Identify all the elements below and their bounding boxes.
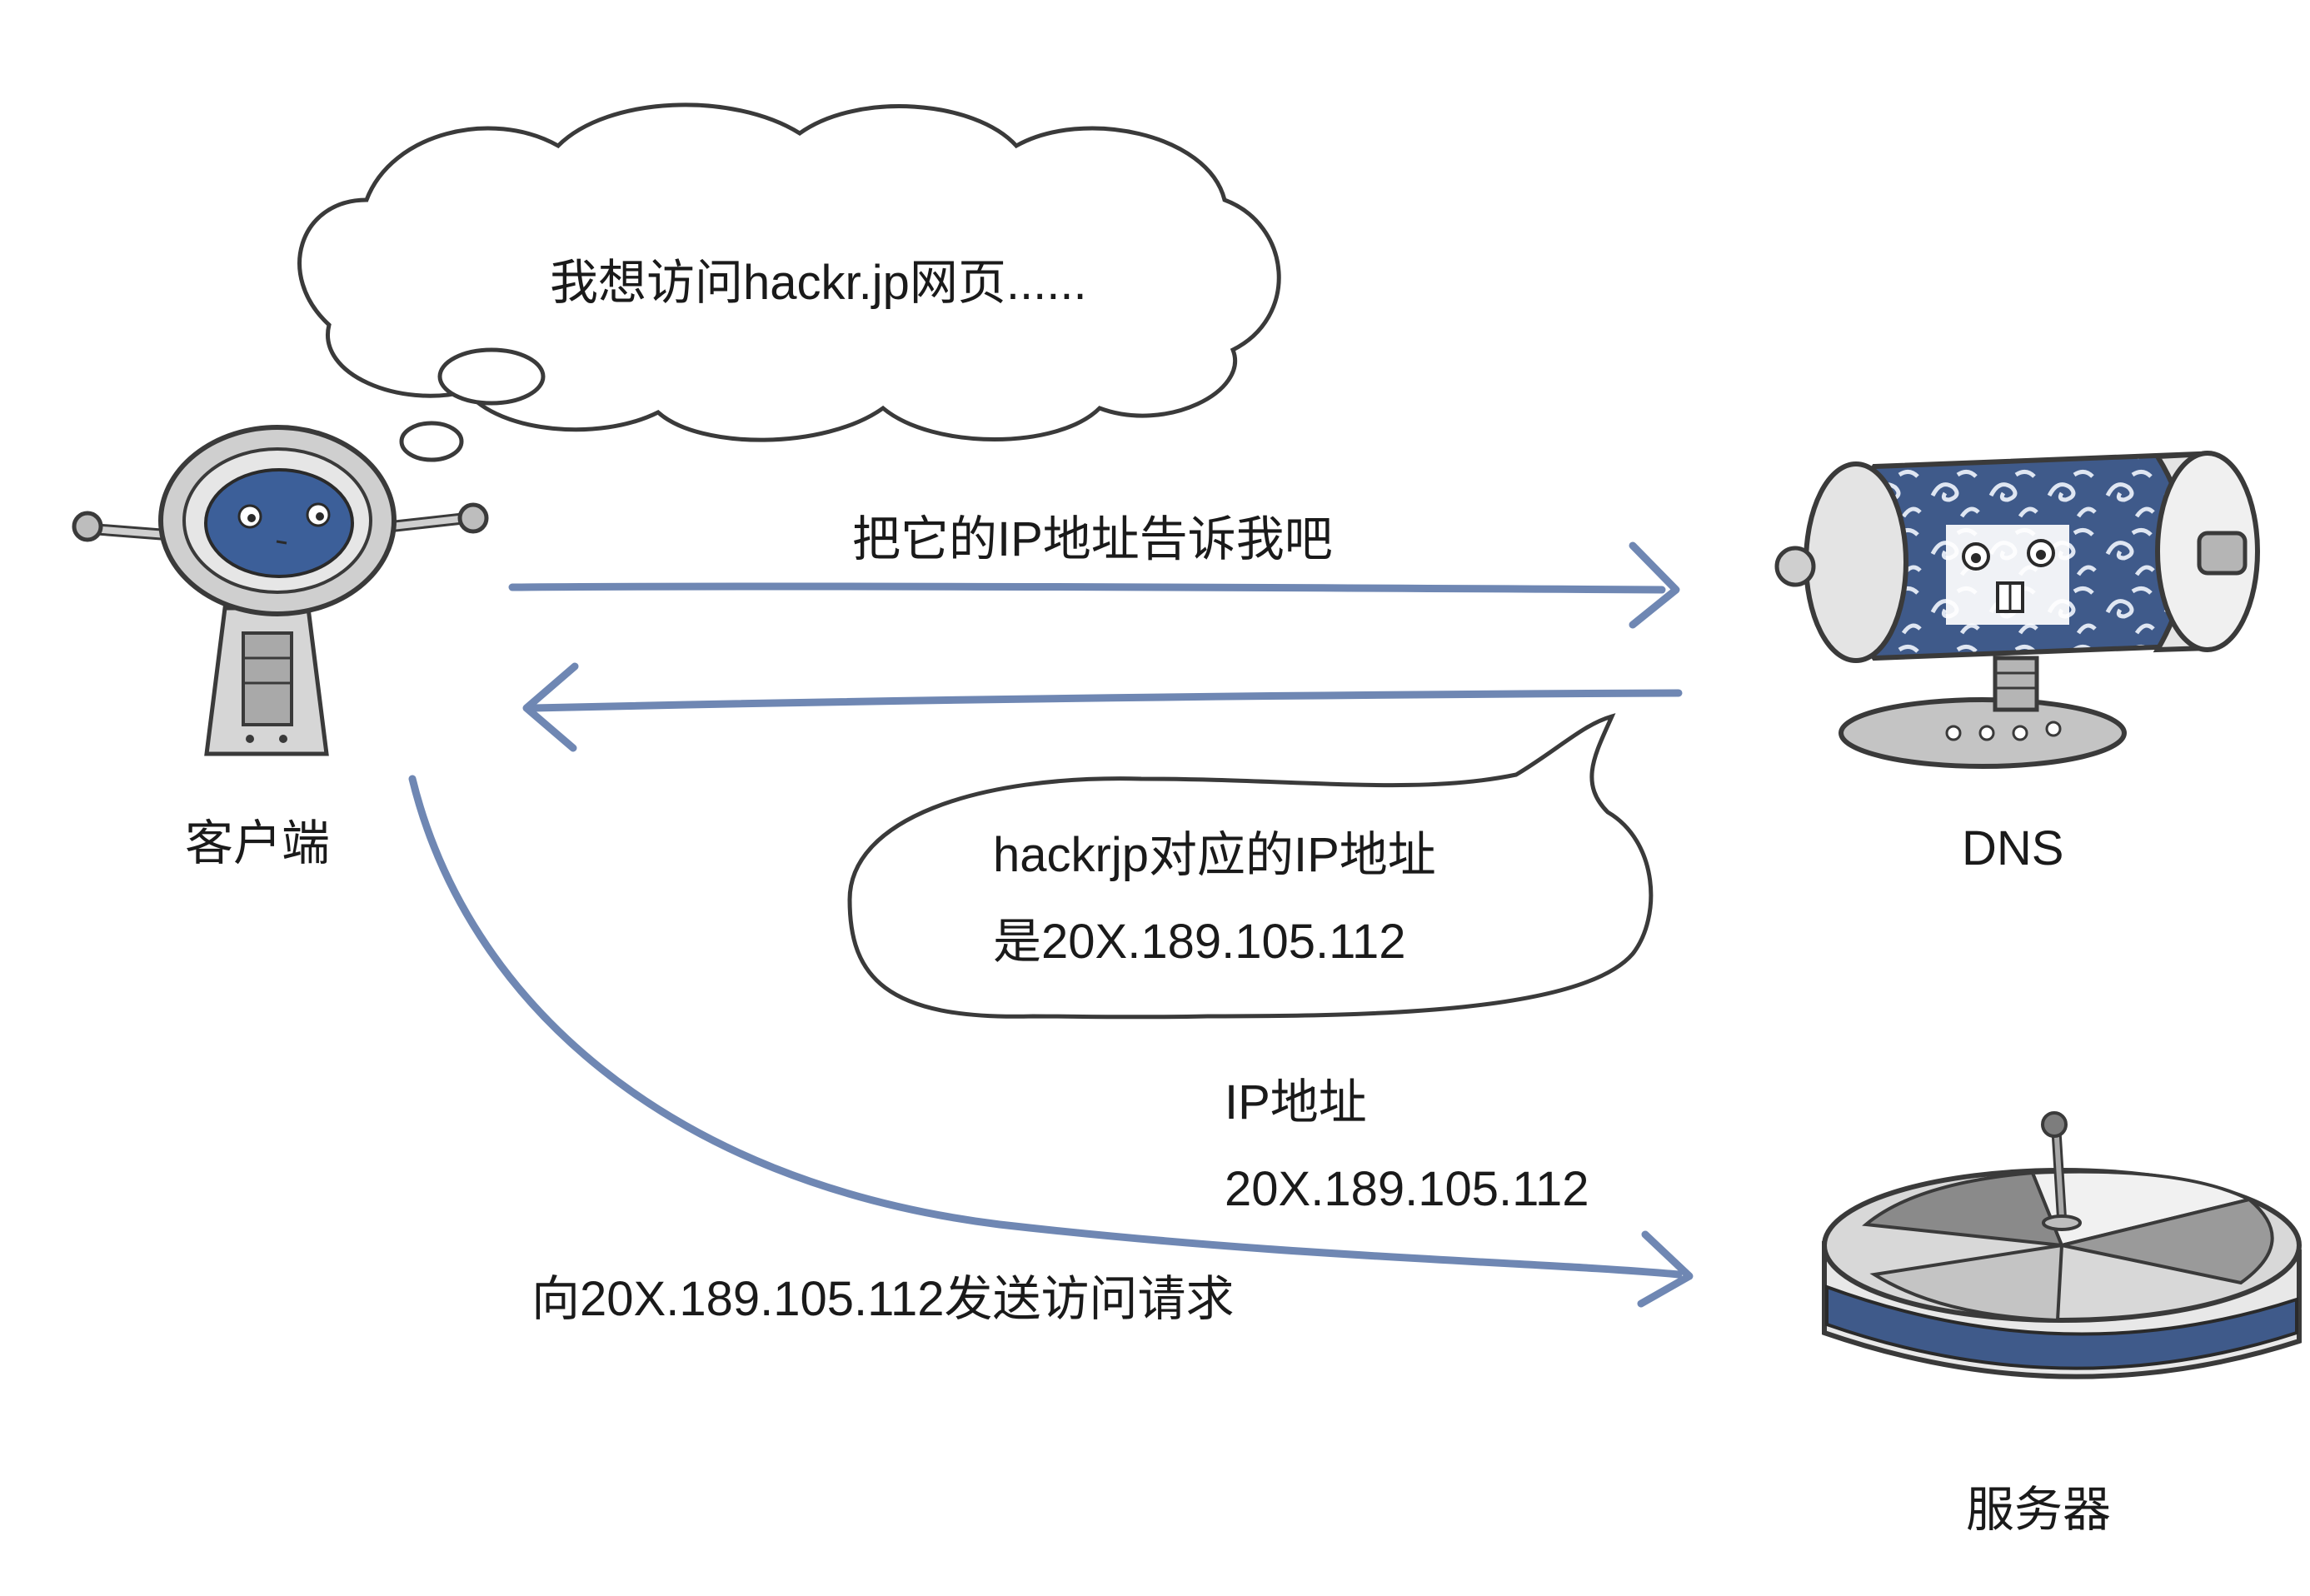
request-arrow	[508, 541, 1680, 629]
client-label: 客户端	[185, 816, 331, 870]
dns-cylinder-icon	[1774, 451, 2260, 769]
response-line-1: hackrjp对应的IP地址	[993, 828, 1436, 882]
thought-cloud	[297, 102, 1281, 462]
access-arrow	[408, 775, 1694, 1308]
ip-note-line-1: IP地址	[1225, 1075, 1367, 1130]
ip-note-line-2: 20X.189.105.112	[1225, 1162, 1589, 1216]
speech-bubble	[847, 713, 1654, 1020]
access-label: 向20X.189.105.112发送访问请求	[531, 1272, 1235, 1326]
request-label: 把它的IP地址告诉我吧	[852, 512, 1333, 566]
ip-note: IP地址 20X.189.105.112	[1225, 1060, 1589, 1233]
response-arrow	[522, 662, 1683, 752]
response-text: hackrjp对应的IP地址 是20X.189.105.112	[993, 812, 1436, 985]
thought-text: 我想访问hackr.jp网页......	[550, 256, 1087, 310]
dns-label: DNS	[1962, 821, 2064, 875]
server-disk-icon	[1822, 1111, 2302, 1379]
response-line-2: 是20X.189.105.112	[993, 915, 1406, 969]
robot-icon	[72, 425, 489, 756]
server-label: 服务器	[1966, 1483, 2112, 1537]
